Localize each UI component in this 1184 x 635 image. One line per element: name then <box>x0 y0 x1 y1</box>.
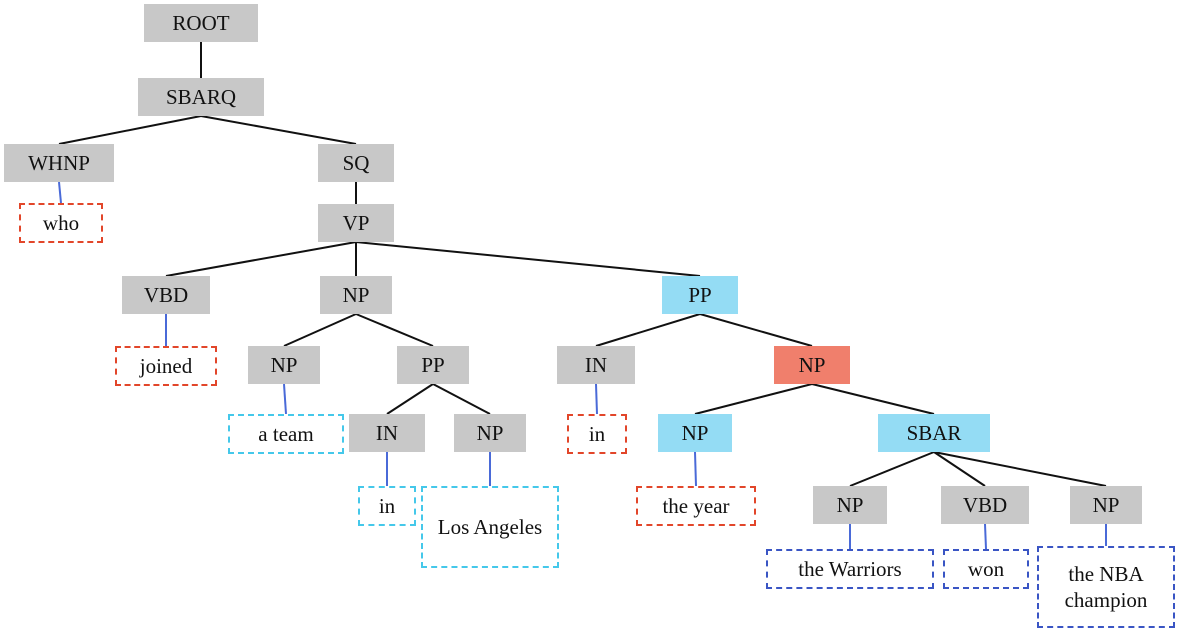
leaf-won: won <box>943 549 1029 589</box>
edge-sbarq-whnp <box>58 115 202 145</box>
node-in1: IN <box>557 346 635 384</box>
edge-vp-pp1 <box>355 241 701 277</box>
leaf-warriors: the Warriors <box>766 549 934 589</box>
edge-np2-ateam <box>283 383 287 415</box>
edge-whnp-who <box>58 181 62 204</box>
node-np5: NP <box>658 414 732 452</box>
leaf-ateam: a team <box>228 414 344 454</box>
leaf-la: Los Angeles <box>421 486 559 568</box>
node-sq: SQ <box>318 144 394 182</box>
leaf-theyear: the year <box>636 486 756 526</box>
edge-pp2-np4 <box>432 383 491 415</box>
node-vp: VP <box>318 204 394 242</box>
node-pp2: PP <box>397 346 469 384</box>
edge-pp1-in1 <box>595 313 701 347</box>
node-np3: NP <box>774 346 850 384</box>
node-np7: NP <box>1070 486 1142 524</box>
node-sbar: SBAR <box>878 414 990 452</box>
edge-sbar-vbd2 <box>933 451 986 487</box>
edge-sbar-np7 <box>933 451 1107 487</box>
node-root: ROOT <box>144 4 258 42</box>
edge-vbd2-won <box>984 523 987 550</box>
node-vbd2: VBD <box>941 486 1029 524</box>
edge-np1-pp2 <box>355 313 434 347</box>
edge-in1-inw1 <box>595 383 598 415</box>
edge-np1-np2 <box>283 313 357 347</box>
node-sbarq: SBARQ <box>138 78 264 116</box>
node-vbd1: VBD <box>122 276 210 314</box>
leaf-inw1: in <box>567 414 627 454</box>
leaf-joined: joined <box>115 346 217 386</box>
edge-pp2-in2 <box>386 383 434 415</box>
node-in2: IN <box>349 414 425 452</box>
node-np1: NP <box>320 276 392 314</box>
edge-pp1-np3 <box>699 313 813 347</box>
leaf-nba: the NBA champion <box>1037 546 1175 628</box>
edge-np5-theyear <box>694 451 697 487</box>
leaf-who: who <box>19 203 103 243</box>
node-np4: NP <box>454 414 526 452</box>
edge-sbarq-sq <box>200 115 357 145</box>
node-np6: NP <box>813 486 887 524</box>
edge-sbar-np6 <box>849 451 935 487</box>
leaf-inw2: in <box>358 486 416 526</box>
edge-vp-vbd1 <box>165 241 357 277</box>
node-whnp: WHNP <box>4 144 114 182</box>
node-np2: NP <box>248 346 320 384</box>
node-pp1: PP <box>662 276 738 314</box>
edge-np3-np5 <box>694 383 813 415</box>
edge-np3-sbar <box>811 383 935 415</box>
